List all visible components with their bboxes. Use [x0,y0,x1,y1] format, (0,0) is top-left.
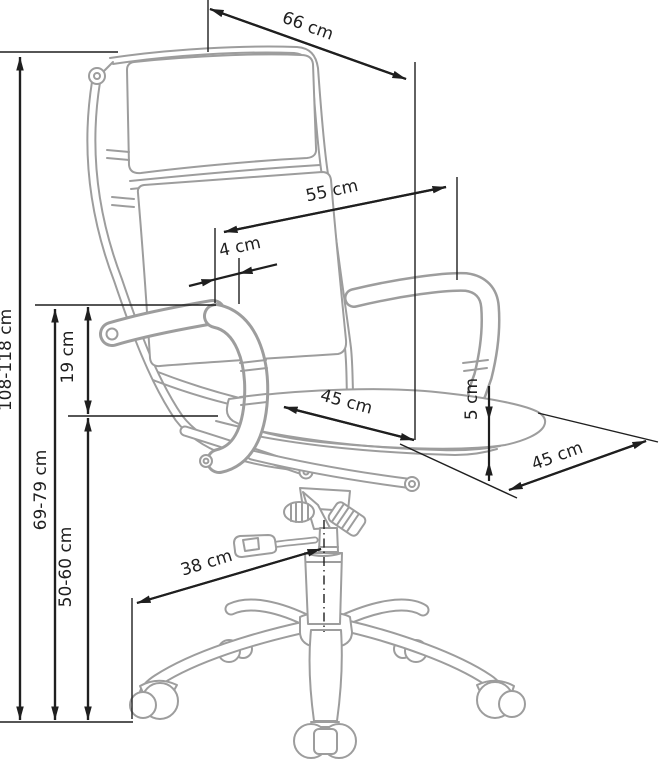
dim-seat-height: 50-60 cm [56,417,92,721]
base-left-leg [129,620,312,720]
dim-label-seat-height: 50-60 cm [56,527,76,608]
base-rear-right-leg [335,598,430,663]
dim-base-leg-reach: 38 cm [136,546,322,605]
dim-backrest-inner-width: 55 cm [223,176,447,234]
dim-overall-height: 108-118 cm [0,56,24,721]
seat-cushion [225,388,547,450]
dim-label-cushion-thickness: 5 cm [462,378,482,420]
headrest-pivot [88,61,114,85]
armrest-bolt [105,327,119,341]
dim-label-base-leg-reach: 38 cm [178,546,234,581]
dim-cushion-thickness: 5 cm [462,378,493,481]
base-right-leg [340,619,526,719]
frame-tabs [106,149,135,208]
right-armrest [344,271,501,403]
tension-knob [283,501,315,523]
dim-armrest-height: 69-79 cm [31,308,59,721]
extension-lines [0,0,659,723]
tilt-mechanism [233,487,367,558]
dim-label-overall-height: 108-118 cm [0,309,16,411]
dim-seat-depth: 45 cm [508,438,647,492]
base-front-leg [293,629,357,759]
headrest-panel [126,53,318,175]
chair-drawing [86,45,547,759]
dim-armrest-above-seat: 19 cm [58,306,92,415]
front-caster-housing [313,728,338,755]
left-armrest [99,299,270,474]
dim-label-seat-depth: 45 cm [529,438,586,475]
dim-label-armrest-height: 69-79 cm [31,450,51,531]
dim-label-armrest-above-seat: 19 cm [58,331,78,384]
dim-label-backrest-width: 66 cm [279,8,336,45]
